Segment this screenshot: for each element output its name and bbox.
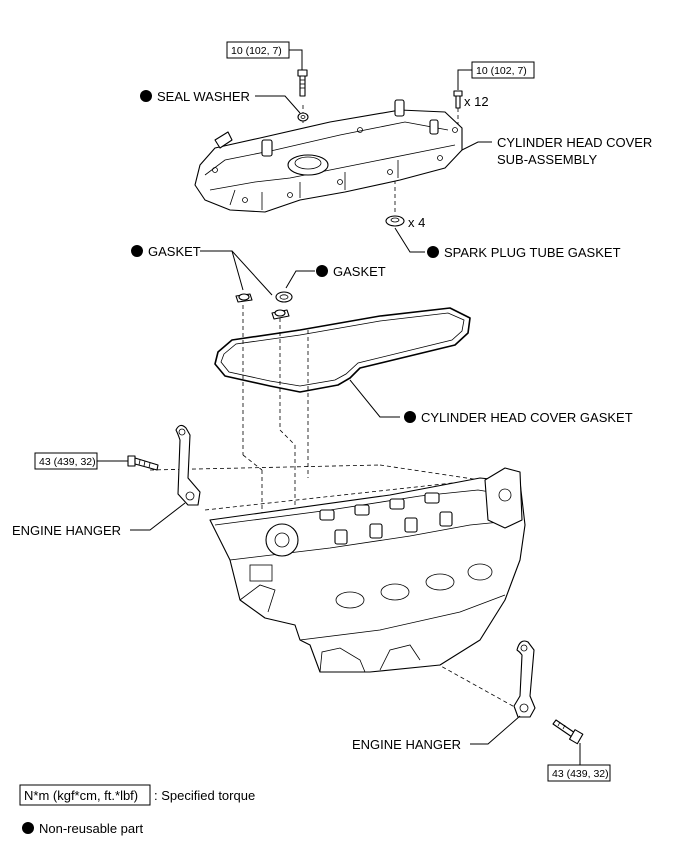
cover-bolt-quantity: x 12 bbox=[464, 94, 489, 109]
torque-value-hanger-lower: 43 (439, 32) bbox=[552, 768, 609, 780]
gasket-right-callout: GASKET bbox=[285, 264, 386, 289]
legend: N*m (kgf*cm, ft.*lbf) : Specified torque… bbox=[19, 784, 255, 836]
head-cover-gasket-callout: CYLINDER HEAD COVER GASKET bbox=[349, 379, 633, 425]
legend-torque-desc: : Specified torque bbox=[154, 788, 255, 803]
spark-plug-gasket-callout: SPARK PLUG TUBE GASKET bbox=[394, 227, 621, 260]
engine-hanger-upper-label: ENGINE HANGER bbox=[12, 523, 121, 538]
gasket-right-label: GASKET bbox=[333, 264, 386, 279]
gasket-left-callout: GASKET bbox=[131, 244, 273, 296]
engine-hanger-lower bbox=[513, 640, 536, 718]
cylinder-head bbox=[209, 467, 526, 673]
seal-washer bbox=[297, 112, 309, 122]
gasket-right bbox=[275, 291, 293, 303]
head-cover-gasket-label: CYLINDER HEAD COVER GASKET bbox=[421, 410, 633, 425]
torque-value-cover-bolt-b: 10 (102, 7) bbox=[476, 65, 527, 77]
legend-torque-box bbox=[19, 784, 151, 806]
torque-spec-cover-bolt-a: 10 (102, 7) bbox=[226, 41, 303, 70]
engine-hanger-lower-callout: ENGINE HANGER bbox=[352, 715, 521, 752]
seal-washer-callout: SEAL WASHER bbox=[140, 89, 301, 114]
engine-hanger-lower-label: ENGINE HANGER bbox=[352, 737, 461, 752]
spark-plug-tube-gasket bbox=[385, 215, 405, 227]
spark-plug-gasket-label: SPARK PLUG TUBE GASKET bbox=[444, 245, 621, 260]
cover-bolt-b bbox=[453, 90, 463, 109]
gasket-mid bbox=[271, 309, 290, 320]
non-reusable-mark bbox=[316, 265, 328, 277]
cylinder-head-cover-gasket bbox=[214, 307, 471, 393]
non-reusable-mark bbox=[404, 411, 416, 423]
torque-value-hanger-upper: 43 (439, 32) bbox=[39, 456, 96, 468]
engine-hanger-upper-callout: ENGINE HANGER bbox=[12, 502, 186, 538]
head-cover-label-line2: SUB-ASSEMBLY bbox=[497, 152, 598, 167]
projection-lines bbox=[149, 105, 521, 711]
torque-value-cover-bolt-a: 10 (102, 7) bbox=[231, 45, 282, 57]
torque-spec-hanger-upper: 43 (439, 32) bbox=[34, 452, 128, 470]
seal-washer-label: SEAL WASHER bbox=[157, 89, 250, 104]
torque-spec-cover-bolt-b: 10 (102, 7) bbox=[457, 61, 535, 90]
legend-non-reusable-label: Non-reusable part bbox=[39, 821, 143, 836]
cylinder-head-cover bbox=[194, 99, 463, 213]
cover-bolt-a bbox=[297, 69, 308, 97]
head-cover-callout: CYLINDER HEAD COVER SUB-ASSEMBLY bbox=[461, 135, 652, 167]
engine-hanger-upper bbox=[175, 424, 201, 506]
plug-gasket-quantity: x 4 bbox=[408, 215, 425, 230]
legend-torque-unit: N*m (kgf*cm, ft.*lbf) bbox=[24, 788, 138, 803]
non-reusable-mark bbox=[131, 245, 143, 257]
legend-non-reusable-icon bbox=[22, 822, 34, 834]
non-reusable-mark bbox=[427, 246, 439, 258]
hanger-bolt-lower bbox=[552, 719, 584, 745]
torque-spec-hanger-lower: 43 (439, 32) bbox=[547, 743, 611, 782]
gasket-left bbox=[235, 293, 253, 303]
gasket-left-label: GASKET bbox=[148, 244, 201, 259]
head-cover-label-line1: CYLINDER HEAD COVER bbox=[497, 135, 652, 150]
hanger-bolt-upper bbox=[127, 455, 159, 471]
non-reusable-mark bbox=[140, 90, 152, 102]
